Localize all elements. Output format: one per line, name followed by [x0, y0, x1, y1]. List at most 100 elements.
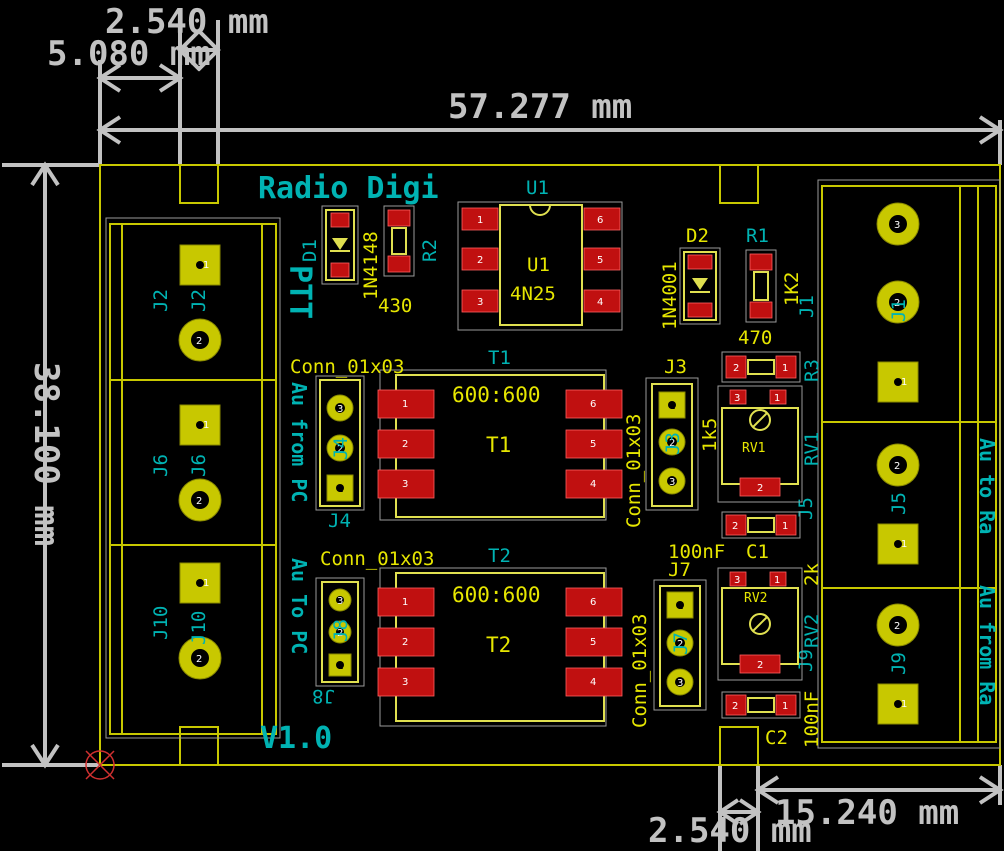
svg-text:1: 1	[782, 521, 788, 532]
J5-ref: J5	[795, 497, 817, 520]
header-J3[interactable]: 1 2 3 J3 Conn_01x03 J3	[623, 356, 699, 528]
svg-text:3: 3	[669, 477, 675, 488]
svg-text:2: 2	[757, 660, 763, 671]
svg-text:3: 3	[734, 575, 740, 586]
board-version: V1.0	[260, 721, 332, 756]
svg-text:3: 3	[734, 393, 740, 404]
RV2-ref-fab: RV2	[744, 591, 767, 606]
transformer-T2[interactable]: 1 2 3 6 5 4 T2 600:600 T2	[377, 545, 623, 727]
potentiometer-RV1[interactable]: 3 1 2 RV1 1k5 RV1	[699, 385, 823, 503]
au-to-pc-label: Au To PC	[287, 558, 311, 654]
terminal-block-left	[105, 217, 281, 739]
RV2-value: 2k	[801, 563, 823, 586]
transformer-T1[interactable]: 1 2 3 6 5 4 T1 600:600 T1	[377, 347, 623, 521]
U1-ref-fab: U1	[527, 254, 550, 276]
D1-value: 1N4148	[360, 231, 382, 300]
dimension-bottom-right[interactable]: 15.240 mm	[754, 765, 1004, 833]
svg-text:1: 1	[782, 701, 788, 712]
optocoupler-U1[interactable]: 1 2 3 6 5 4 U1 U1 4N25	[457, 177, 623, 331]
svg-text:5: 5	[597, 255, 603, 266]
svg-text:1: 1	[670, 402, 676, 412]
resistor-R2[interactable]: R2 430	[378, 205, 441, 317]
ptt-label: PTT	[282, 265, 317, 319]
capacitor-C1[interactable]: 2 1 100nF C1	[668, 511, 801, 563]
dimension-bottom-small-label: 2.540 mm	[648, 811, 812, 851]
J8-ref-fab: J8	[330, 619, 352, 642]
dimension-height[interactable]: 38.100 mm	[2, 161, 100, 769]
resistor-R3[interactable]: 2 1 R3 470 R3	[721, 327, 823, 383]
connector-J2[interactable]: 1 2 J2 J2	[150, 244, 222, 362]
svg-text:1: 1	[901, 699, 907, 710]
svg-text:2: 2	[894, 461, 900, 472]
J10-ref: J10	[150, 606, 172, 640]
resistor-R1[interactable]: R1 R1 1K2	[745, 225, 803, 323]
au-from-ra-label: Au from Ra	[975, 585, 999, 705]
connector-J1[interactable]: 3 2 1 J1 J1	[796, 202, 920, 403]
svg-text:2: 2	[402, 439, 408, 450]
svg-text:2: 2	[196, 336, 202, 347]
svg-text:2: 2	[894, 621, 900, 632]
svg-text:3: 3	[402, 479, 408, 490]
D2-value: 1N4001	[659, 261, 681, 330]
svg-text:2: 2	[732, 521, 738, 532]
dimension-width-label: 57.277 mm	[448, 87, 632, 127]
diode-D2[interactable]: D2 1N4001	[659, 225, 721, 330]
J6-ref: J6	[150, 454, 172, 477]
svg-text:1: 1	[901, 539, 907, 550]
svg-text:2: 2	[196, 496, 202, 507]
J8-value: Conn_01x03	[320, 548, 434, 570]
svg-text:R3: R3	[753, 364, 765, 374]
connector-J6[interactable]: 1 2 J6 J6	[150, 404, 222, 522]
J2-ref-fab: J2	[188, 289, 210, 312]
au-from-pc-label: Au from PC	[287, 382, 311, 502]
J7-value: Conn_01x03	[629, 614, 651, 728]
svg-text:3: 3	[677, 678, 683, 689]
connector-J10[interactable]: 1 2 J10 J10	[150, 562, 222, 680]
R2-value: 430	[378, 295, 412, 317]
svg-text:1: 1	[678, 602, 684, 612]
T1-ref: T1	[488, 347, 511, 369]
terminal-block-right	[817, 179, 1001, 749]
R3-ref: R3	[801, 359, 823, 382]
svg-text:4: 4	[590, 479, 596, 490]
header-J8[interactable]: 3 2 1 Conn_01x03 J8 J8	[312, 548, 434, 707]
D2-ref: D2	[686, 225, 709, 247]
board-title: Radio Digi	[258, 171, 439, 206]
R1-value: 1K2	[781, 272, 803, 306]
J7-ref-fab: J7	[670, 632, 692, 655]
svg-text:6: 6	[590, 399, 596, 410]
C1-ref: C1	[746, 541, 769, 563]
J3-ref: J3	[664, 356, 687, 378]
dimension-top-small[interactable]: 2.540 mm	[105, 2, 269, 165]
svg-text:2: 2	[677, 639, 683, 650]
capacitor-C2[interactable]: 2 1 100nF C2	[721, 691, 823, 749]
svg-text:1: 1	[901, 377, 907, 388]
svg-text:4: 4	[597, 297, 603, 308]
U1-value: 4N25	[510, 283, 556, 305]
au-to-ra-label: Au to Ra	[975, 438, 999, 534]
potentiometer-RV2[interactable]: 3 1 2 RV2 2k RV2	[717, 563, 823, 681]
connector-J9[interactable]: 2 1 J9 J9	[795, 603, 920, 725]
J4-ref-fab: J4	[330, 437, 352, 460]
svg-text:2: 2	[196, 654, 202, 665]
J3-value: Conn_01x03	[623, 414, 645, 528]
RV1-ref: RV1	[801, 432, 823, 466]
dimension-top-left-label: 5.080 mm	[47, 34, 211, 74]
dimension-bottom-small[interactable]: 2.540 mm	[648, 765, 812, 851]
R2-ref: R2	[419, 239, 441, 262]
dimension-top-left[interactable]: 5.080 mm	[47, 34, 211, 165]
connector-J5[interactable]: 2 1 J5 J5	[795, 443, 920, 565]
svg-text:1: 1	[774, 393, 780, 404]
svg-text:3: 3	[337, 404, 343, 415]
J4-ref: J4	[328, 510, 351, 532]
svg-text:1: 1	[477, 215, 483, 226]
svg-text:1: 1	[203, 420, 209, 431]
J9-ref-fab: J9	[888, 652, 910, 675]
svg-text:3: 3	[477, 297, 483, 308]
header-J4[interactable]: 3 2 1 Conn_01x03 J4 J4	[290, 356, 404, 532]
J7-ref: J7	[668, 559, 691, 581]
dimension-width[interactable]: 57.277 mm	[96, 87, 1004, 165]
header-J7[interactable]: 1 2 3 J7 Conn_01x03 J7	[629, 559, 707, 728]
diode-D1[interactable]: D1 1N4148	[299, 205, 382, 300]
